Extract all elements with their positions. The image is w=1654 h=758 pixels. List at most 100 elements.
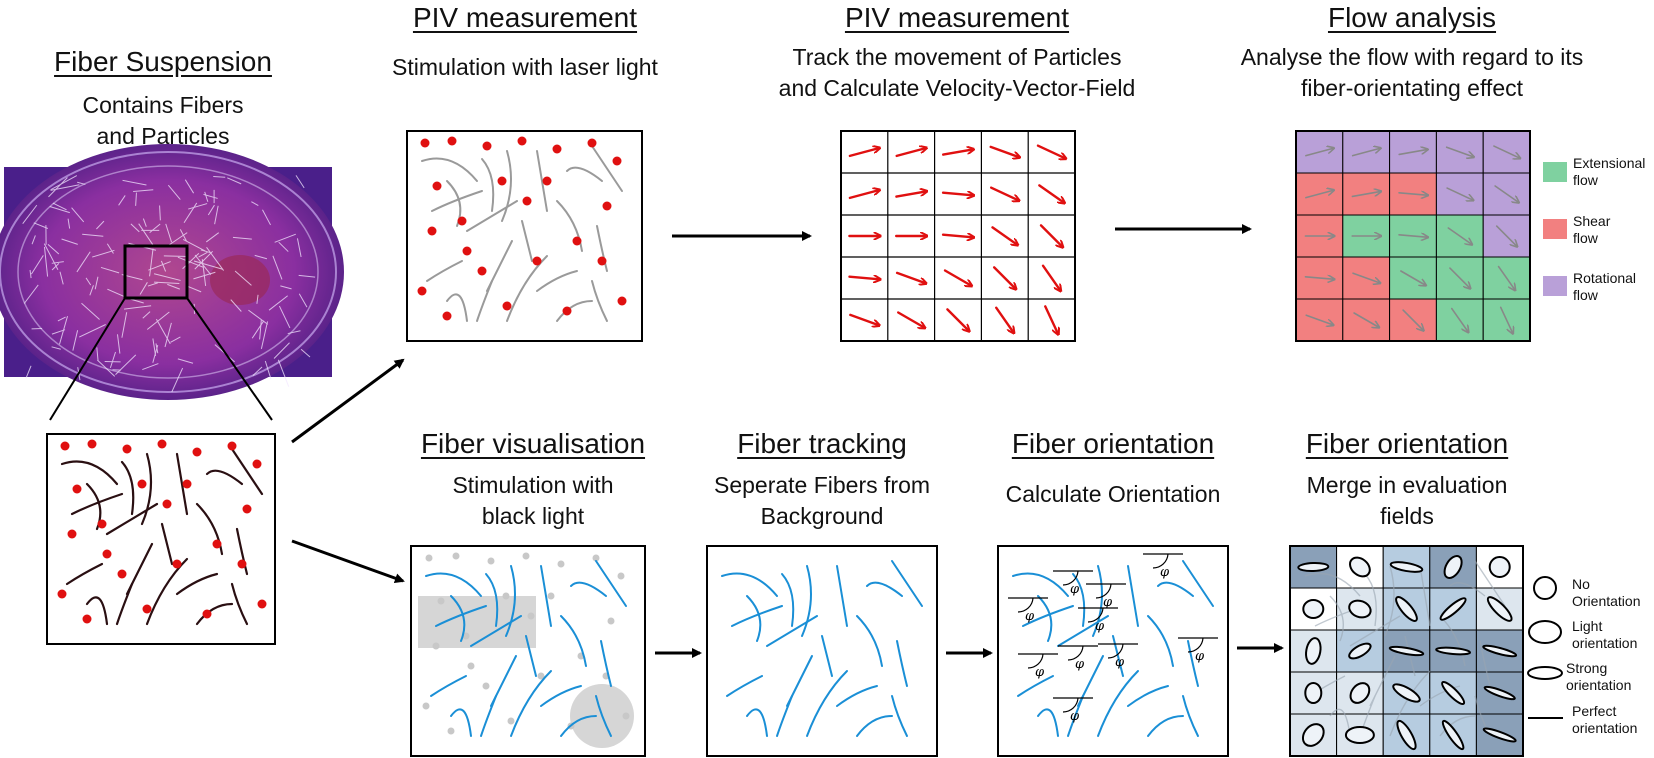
orientation-ellipse bbox=[1344, 726, 1375, 744]
velocity-arrow bbox=[848, 190, 879, 200]
arrow-to-fiber-vis bbox=[291, 539, 405, 583]
piv-fiber bbox=[506, 255, 548, 322]
photo-fiber bbox=[89, 285, 94, 296]
vis-fiber bbox=[540, 565, 552, 627]
flow-arrow bbox=[1402, 309, 1423, 330]
particle-dot bbox=[162, 499, 172, 509]
photo-fiber bbox=[142, 218, 147, 227]
photo-fiber bbox=[153, 273, 181, 281]
piv-track-title: PIV measurement bbox=[844, 2, 1070, 33]
legend-perfect-orientation-1: Perfect bbox=[1572, 703, 1617, 719]
phi-label: φ bbox=[1195, 649, 1205, 664]
fiber-vis-box bbox=[410, 545, 646, 757]
track-fiber bbox=[806, 670, 848, 737]
particle-dot bbox=[212, 539, 222, 549]
photo-fiber bbox=[163, 255, 189, 258]
particle-dot bbox=[502, 301, 512, 311]
track-fiber bbox=[896, 640, 908, 687]
photo-fiber bbox=[47, 243, 60, 255]
particle-dot bbox=[612, 156, 622, 166]
velocity-arrow bbox=[895, 148, 926, 158]
particle-dot-gray bbox=[537, 672, 545, 680]
particle-dot bbox=[602, 201, 612, 211]
flow-arrow bbox=[1398, 150, 1427, 156]
particle-dot-gray bbox=[462, 632, 470, 640]
zoom-fiber bbox=[205, 469, 244, 486]
piv-fiber bbox=[556, 300, 593, 322]
photo-fiber bbox=[57, 316, 66, 322]
photo-fiber bbox=[121, 312, 128, 338]
particle-dot bbox=[102, 549, 112, 559]
particle-dot-gray bbox=[447, 727, 455, 735]
photo-fiber bbox=[22, 204, 38, 225]
piv-fiber bbox=[431, 190, 483, 212]
photo-fiber bbox=[298, 274, 316, 278]
particle-dot bbox=[142, 604, 152, 614]
orientation-ellipse bbox=[1443, 555, 1463, 579]
orientation-ellipse bbox=[1439, 597, 1467, 621]
fiber-tracking-sub2: Background bbox=[760, 503, 884, 529]
photo-fiber bbox=[124, 305, 152, 310]
particle-dot bbox=[237, 559, 247, 569]
velocity-arrow bbox=[992, 266, 1015, 288]
zoom-fiber bbox=[175, 572, 219, 596]
photo-fiber bbox=[29, 269, 32, 279]
photo-fiber bbox=[25, 365, 32, 379]
photo-fiber bbox=[268, 295, 288, 311]
vis-fiber bbox=[540, 685, 582, 707]
legend-extensional-label1: Extensional bbox=[1573, 155, 1646, 171]
zoom-fiber bbox=[65, 562, 104, 586]
track-fiber bbox=[766, 615, 818, 647]
particle-dot-gray bbox=[527, 612, 535, 620]
flow-arrow bbox=[1497, 265, 1515, 290]
calc-fiber bbox=[1012, 572, 1069, 597]
particle-dot bbox=[482, 141, 492, 151]
legend-extensional-swatch bbox=[1543, 162, 1567, 182]
photo-fiber bbox=[251, 201, 259, 207]
calc-fiber bbox=[1187, 640, 1199, 687]
photo-fiber bbox=[85, 277, 92, 286]
merge-fiber bbox=[1349, 615, 1401, 647]
photo-fiber bbox=[177, 358, 194, 364]
track-fiber bbox=[836, 685, 878, 707]
photo-fiber bbox=[256, 294, 259, 304]
piv-fiber bbox=[466, 200, 518, 232]
calc-fiber bbox=[1182, 560, 1214, 607]
track-fiber bbox=[731, 605, 783, 627]
photo-fiber bbox=[130, 223, 140, 233]
flow-arrow bbox=[1446, 187, 1472, 200]
legend-circle-icon bbox=[1533, 576, 1557, 600]
photo-fiber bbox=[147, 282, 158, 287]
calc-fiber bbox=[1097, 670, 1139, 737]
legend-strong-orientation-2: orientation bbox=[1566, 677, 1632, 693]
calc-fiber bbox=[1157, 581, 1194, 597]
phi-label: φ bbox=[1103, 595, 1113, 610]
vis-fiber bbox=[510, 670, 552, 737]
calc-fiber bbox=[1057, 615, 1109, 647]
particle-dot bbox=[432, 181, 442, 191]
piv-fiber bbox=[591, 145, 623, 192]
piv-track-sub2: and Calculate Velocity-Vector-Field bbox=[778, 75, 1136, 101]
flow-arrow bbox=[1493, 145, 1519, 158]
vis-fiber bbox=[595, 560, 627, 607]
orientation-ellipse bbox=[1482, 644, 1518, 658]
flow-arrow bbox=[1449, 267, 1470, 288]
flow-arrow bbox=[1305, 190, 1333, 199]
photo-fiber bbox=[213, 176, 226, 178]
particle-dot-gray bbox=[437, 597, 445, 605]
merge-fiber bbox=[1439, 715, 1476, 737]
photo-fiber bbox=[139, 282, 148, 295]
photo-fiber bbox=[184, 179, 195, 194]
flow-arrow bbox=[1450, 307, 1468, 332]
photo-fiber bbox=[142, 311, 151, 319]
photo-fiber bbox=[51, 329, 66, 335]
photo-fiber bbox=[96, 220, 105, 230]
track-fiber bbox=[801, 565, 812, 637]
particle-dot bbox=[257, 599, 267, 609]
piv-fiber bbox=[536, 150, 548, 212]
piv-fiber bbox=[596, 225, 608, 272]
velocity-arrow bbox=[994, 306, 1013, 333]
photo-fiber bbox=[262, 209, 271, 226]
photo-fiber bbox=[100, 266, 120, 274]
particle-dot bbox=[517, 136, 527, 146]
